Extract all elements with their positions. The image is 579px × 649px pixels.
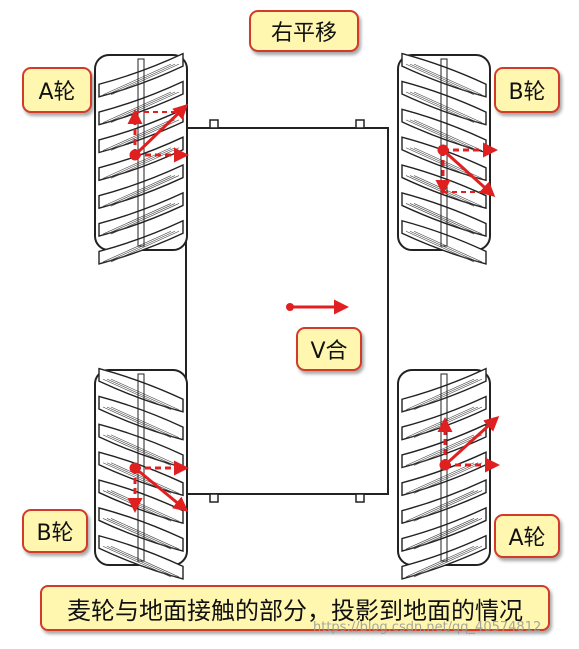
roller-shade xyxy=(110,406,180,438)
roller-shade xyxy=(110,490,180,522)
force-arrow-icon xyxy=(133,103,189,157)
roller-shade xyxy=(413,462,483,494)
roller-shade xyxy=(409,546,479,578)
force-arrows xyxy=(127,103,500,513)
center-velocity xyxy=(286,299,349,315)
roller-shade xyxy=(102,406,172,438)
roller-shade xyxy=(106,378,176,411)
force-arrow-icon xyxy=(134,466,189,512)
roller-shade xyxy=(110,378,180,411)
velocity-label: V合 xyxy=(296,327,362,371)
roller-shade xyxy=(106,546,176,578)
wheel-roller xyxy=(401,52,487,98)
roller-shade xyxy=(110,147,180,179)
roller-shade xyxy=(409,378,479,411)
wheel-top-left xyxy=(94,52,188,265)
roller-shade xyxy=(413,231,483,263)
roller-shade xyxy=(413,119,483,151)
roller-shade xyxy=(405,119,475,151)
roller-shade xyxy=(413,490,483,522)
roller-shade xyxy=(405,91,475,123)
roller-shade xyxy=(413,63,483,96)
wheel-roller xyxy=(98,506,184,552)
roller-shade xyxy=(409,462,479,494)
wheel-label-bottom-left: B轮 xyxy=(22,509,88,553)
roller-shade xyxy=(102,91,172,123)
wheel-label-top-left: A轮 xyxy=(22,67,92,113)
roller-shade xyxy=(409,231,479,263)
roller-shade xyxy=(106,406,176,438)
roller-shade xyxy=(102,518,172,550)
roller-shade xyxy=(405,490,475,522)
wheel-roller xyxy=(401,191,487,237)
roller-shade xyxy=(405,518,475,550)
roller-shade xyxy=(106,203,176,235)
roller-shade xyxy=(106,147,176,179)
roller-shade xyxy=(409,490,479,522)
roller-shade xyxy=(413,546,483,578)
roller-shade xyxy=(110,63,180,96)
roller-shade xyxy=(106,462,176,494)
roller-shade xyxy=(409,518,479,550)
roller-shade xyxy=(102,147,172,179)
roller-shade xyxy=(413,378,483,411)
roller-shade xyxy=(405,203,475,235)
roller-shade xyxy=(405,231,475,263)
roller-shade xyxy=(405,434,475,466)
roller-shade xyxy=(106,91,176,123)
roller-shade xyxy=(102,231,172,263)
roller-shade xyxy=(409,63,479,96)
roller-shade xyxy=(102,175,172,207)
force-arrow-icon xyxy=(441,148,496,198)
center-dot xyxy=(286,303,294,311)
wheel-roller xyxy=(401,219,487,265)
roller-shade xyxy=(413,203,483,235)
wheel-roller xyxy=(401,80,487,126)
roller-shade xyxy=(405,63,475,96)
roller-shade xyxy=(102,434,172,466)
roller-shade xyxy=(110,91,180,123)
wheel-label-bottom-right: A轮 xyxy=(494,514,560,558)
roller-shade xyxy=(405,147,475,179)
roller-shade xyxy=(405,462,475,494)
roller-shade xyxy=(413,518,483,550)
wheel-bottom-right xyxy=(397,367,491,580)
roller-shade xyxy=(106,518,176,550)
roller-shade xyxy=(110,518,180,550)
roller-shade xyxy=(106,175,176,207)
roller-shade xyxy=(110,231,180,263)
roller-shade xyxy=(413,91,483,123)
roller-shade xyxy=(409,91,479,123)
roller-shade xyxy=(409,203,479,235)
watermark: https://blog.csdn.net/qq_40574812 xyxy=(313,620,542,635)
roller-shade xyxy=(409,119,479,151)
roller-shade xyxy=(405,546,475,578)
wheel-roller xyxy=(98,367,184,413)
wheel-top-right xyxy=(397,52,491,265)
roller-shade xyxy=(405,378,475,411)
roller-shade xyxy=(102,119,172,151)
roller-shade xyxy=(106,434,176,466)
wheel-roller xyxy=(98,395,184,441)
roller-shade xyxy=(106,231,176,263)
caption-label: 麦轮与地面接触的部分，投影到地面的情况 xyxy=(40,585,550,631)
roller-shade xyxy=(102,378,172,411)
roller-shade xyxy=(110,434,180,466)
roller-shade xyxy=(106,63,176,96)
roller-shade xyxy=(106,119,176,151)
roller-shade xyxy=(102,546,172,578)
robot-chassis xyxy=(185,119,389,503)
roller-shade xyxy=(102,203,172,235)
title-label: 右平移 xyxy=(249,10,359,52)
wheel-roller xyxy=(98,534,184,580)
roller-shade xyxy=(102,63,172,96)
roller-shade xyxy=(110,203,180,235)
roller-shade xyxy=(110,175,180,207)
roller-shade xyxy=(110,546,180,578)
force-arrow-icon xyxy=(443,415,500,467)
wheel-label-top-right: B轮 xyxy=(494,67,560,113)
